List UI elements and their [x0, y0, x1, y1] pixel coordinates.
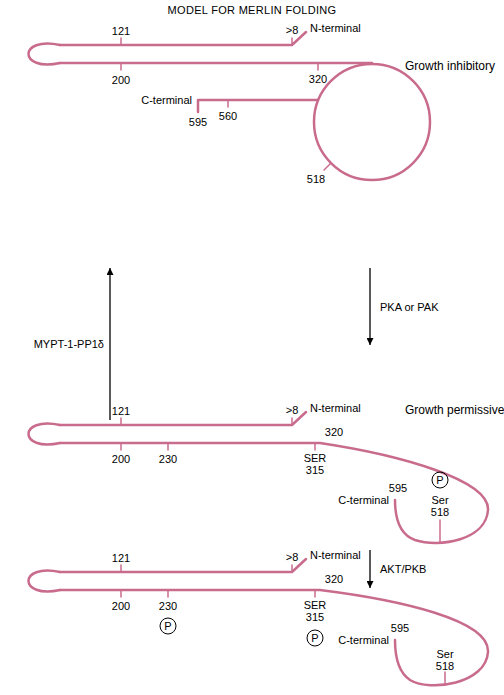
enzyme-label: AKT/PKB [380, 563, 426, 575]
terminus-label: C-terminal [338, 634, 389, 646]
residue-tick [324, 163, 331, 170]
residue-tick [120, 590, 122, 597]
reaction-arrow [369, 268, 370, 345]
protein-chains [29, 32, 489, 685]
residue-tick [120, 418, 122, 425]
residue-tick [314, 443, 316, 450]
residue-number: 320 [325, 573, 343, 585]
chain-loop [314, 64, 430, 180]
residue-number: 518 [307, 173, 325, 185]
residue-number: 560 [219, 110, 237, 122]
residue-tick [444, 672, 446, 684]
chain-strand [60, 32, 306, 45]
residue-tick [291, 38, 293, 45]
protein-state: Growth permissive121>8N-terminal200230SE… [110, 345, 500, 550]
state-label: Growth permissive [405, 404, 504, 416]
residue-label: Ser 518 [427, 494, 453, 518]
residue-number: 595 [389, 482, 407, 494]
phospho-mark: P [164, 620, 171, 632]
diagram-title: MODEL FOR MERLIN FOLDING [168, 4, 337, 16]
reaction-arrow [369, 550, 370, 588]
enzyme-label: MYPT-1-PP1δ [34, 338, 104, 350]
residue-tick [314, 590, 316, 597]
residue-tick [227, 100, 229, 107]
residue-number: 200 [112, 600, 130, 612]
reaction-arrow [109, 268, 110, 420]
residue-label: SER 315 [302, 599, 328, 623]
residue-tick [167, 443, 169, 450]
residue-number: 320 [325, 426, 343, 438]
terminus-label: N-terminal [310, 22, 361, 34]
residue-tick [317, 63, 319, 70]
residue-number: 595 [391, 622, 409, 634]
chain-strand [60, 412, 306, 425]
residue-number: 200 [112, 74, 130, 86]
phospho-mark: P [436, 474, 443, 486]
protein-state: Growth inhibitory 121 >8 N-terminal 200 320C-… [40, 18, 500, 268]
residue-number: 230 [159, 600, 177, 612]
residue-number: 121 [112, 405, 130, 417]
residue-label: SER 315 [302, 452, 328, 476]
terminus-label: C-terminal [338, 494, 389, 506]
chain-loop [29, 44, 61, 65]
phospho-mark: P [311, 632, 318, 644]
residue-number: 121 [112, 25, 130, 37]
chain-loop [29, 424, 61, 445]
terminus-label: C-terminal [141, 94, 192, 106]
residue-number: >8 [286, 24, 299, 36]
chain-strand [198, 100, 318, 112]
chain-strand [60, 443, 488, 543]
phospho-circle [307, 630, 323, 646]
terminus-label: N-terminal [310, 402, 361, 414]
phospho-circle [160, 618, 176, 634]
residue-tick [439, 520, 441, 542]
residue-label: Ser 518 [432, 648, 458, 672]
phospho-circle [432, 472, 448, 488]
residue-number: 230 [159, 453, 177, 465]
chain-strand [60, 559, 306, 572]
enzyme-label: PKA or PAK [380, 301, 439, 313]
residue-number: 200 [112, 453, 130, 465]
chain-strand [60, 590, 488, 685]
residue-tick [120, 443, 122, 450]
protein-state: 121>8N-terminal200230PSER 315P320595C-te… [40, 588, 500, 695]
state-label: Growth inhibitory [405, 60, 495, 72]
phospho-circles [160, 472, 448, 646]
residue-tick [120, 38, 122, 45]
residue-tick [120, 63, 122, 70]
residue-ticks [121, 38, 445, 684]
residue-number: 320 [309, 73, 327, 85]
residue-number: >8 [286, 404, 299, 416]
chain-strand [60, 62, 372, 65]
terminus-label: N-terminal [310, 549, 361, 561]
residue-number: 595 [189, 116, 207, 128]
residue-tick [291, 418, 293, 425]
chain-loop [29, 571, 61, 592]
residue-tick [120, 565, 122, 572]
residue-tick [167, 590, 169, 597]
residue-tick [291, 565, 293, 572]
residue-number: 121 [112, 552, 130, 564]
residue-number: >8 [286, 551, 299, 563]
